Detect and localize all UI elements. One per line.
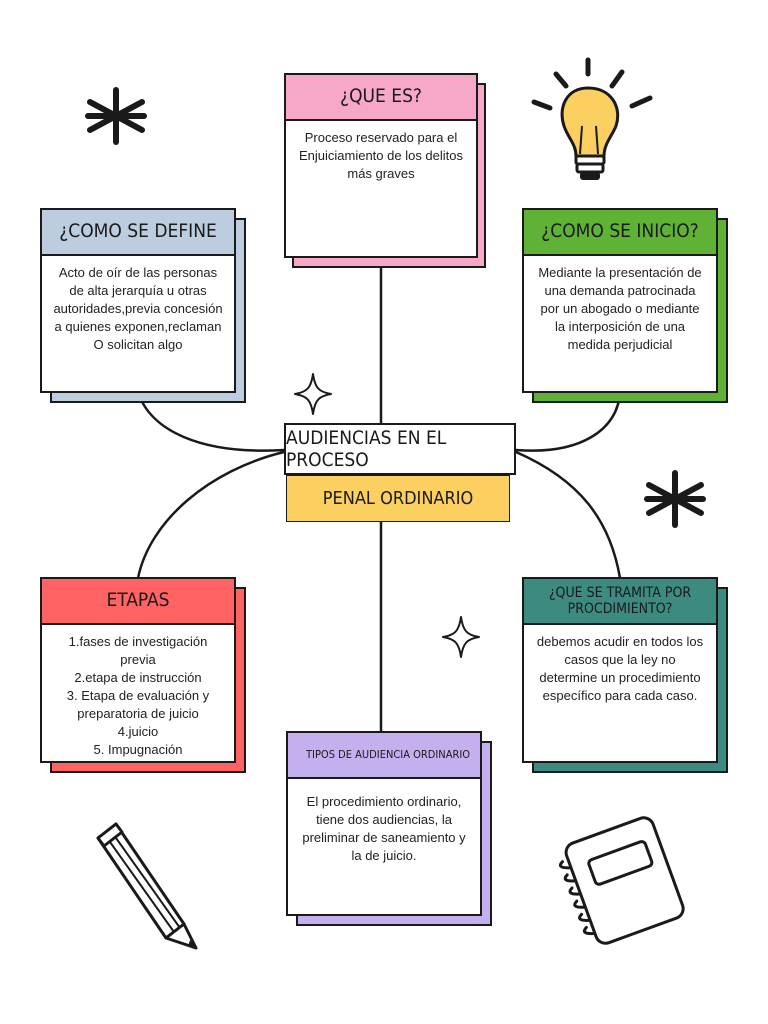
card-heading: ¿QUE SE TRAMITA POR PROCDIMIENTO? [524,579,716,625]
card-como-se-define: ¿COMO SE DEFINE Acto de oír de las perso… [40,208,246,403]
card-text: El procedimiento ordinario, tiene dos au… [302,794,466,863]
diagram-title-line1: AUDIENCIAS EN EL PROCESO [284,423,516,475]
connector-como-se-inicio [514,390,622,452]
card-heading: ¿QUE ES? [286,75,476,121]
connector-como-se-define [136,390,286,452]
diagram-title-line2: PENAL ORDINARIO [286,475,510,522]
card-text: debemos acudir en todos los casos que la… [536,634,704,703]
card-front: ETAPAS 1.fases de investigación previa 2… [40,577,236,763]
card-front: ¿COMO SE INICIO? Mediante la presentació… [522,208,718,393]
card-heading: ¿COMO SE DEFINE [42,210,234,256]
notebook-icon [558,816,685,945]
card-heading: TIPOS DE AUDIENCIA ORDINARIO [288,733,480,779]
asterisk-icon [85,87,147,145]
sparkle-icon [442,616,480,658]
pencil-icon [96,822,198,950]
card-front: ¿COMO SE DEFINE Acto de oír de las perso… [40,208,236,393]
card-que-es: ¿QUE ES? Proceso reservado para el Enjui… [284,73,486,268]
card-heading: ¿COMO SE INICIO? [524,210,716,256]
card-front: TIPOS DE AUDIENCIA ORDINARIO El procedim… [286,731,482,916]
card-text: Proceso reservado para el Enjuiciamiento… [298,130,464,181]
card-front: ¿QUE ES? Proceso reservado para el Enjui… [284,73,478,258]
lightbulb-icon [531,57,653,180]
asterisk-icon [644,470,706,528]
sparkle-icon [294,373,332,415]
card-text: Mediante la presentación de una demanda … [538,265,702,352]
connector-etapas [136,450,286,580]
card-heading: ETAPAS [42,579,234,625]
connector-que-se-tramita [514,450,622,580]
card-text: Acto de oír de las personas de alta jera… [53,265,223,352]
card-front: ¿QUE SE TRAMITA POR PROCDIMIENTO? debemo… [522,577,718,763]
card-text: 1.fases de investigación previa 2.etapa … [66,634,210,757]
card-etapas: ETAPAS 1.fases de investigación previa 2… [40,577,246,773]
card-como-se-inicio: ¿COMO SE INICIO? Mediante la presentació… [522,208,728,403]
card-que-se-tramita: ¿QUE SE TRAMITA POR PROCDIMIENTO? debemo… [522,577,728,773]
card-tipos-de-audiencia: TIPOS DE AUDIENCIA ORDINARIO El procedim… [286,731,492,926]
